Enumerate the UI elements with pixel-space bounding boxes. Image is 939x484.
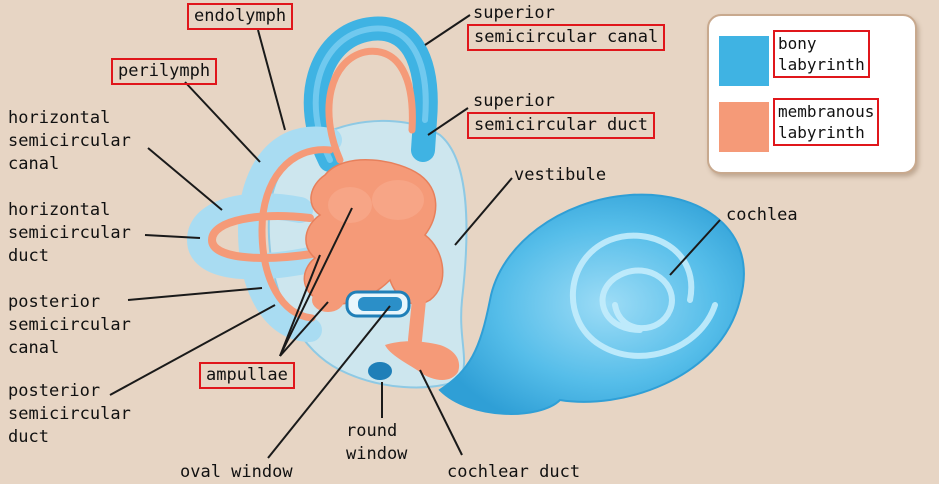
legend-label-membranous: membranous labyrinth: [773, 98, 880, 146]
label-superior-canal-line2: semicircular canal: [467, 24, 666, 51]
label-oval-window: oval window: [180, 462, 293, 482]
legend-swatch-membranous: [719, 102, 769, 152]
round-window-shape: [368, 362, 392, 380]
ampulla-1: [328, 187, 372, 223]
cochlea-shell: [438, 193, 745, 415]
label-superior-duct-line2: semicircular duct: [467, 112, 655, 139]
label-superior-canal-line1: superior: [473, 3, 555, 23]
label-ampullae: ampullae: [199, 362, 295, 389]
superior-canal-highlight: [312, 25, 429, 163]
label-posterior-duct: posterior semicircular duct: [8, 381, 131, 447]
leader-lines: [109, 14, 721, 459]
ampulla-2: [372, 180, 424, 220]
cochlear-duct-stem: [408, 283, 427, 347]
label-superior-duct-line1: superior: [473, 91, 555, 111]
legend-label-bony: bony labyrinth: [773, 30, 870, 78]
label-endolymph: endolymph: [187, 3, 294, 30]
label-horizontal-canal: horizontal semicircular canal: [8, 108, 131, 174]
label-horizontal-duct: horizontal semicircular duct: [8, 200, 131, 266]
membranous-vestibule: [303, 159, 444, 305]
cochlear-duct-shape: [385, 341, 460, 380]
label-round-window: round window: [346, 421, 408, 464]
label-cochlea: cochlea: [726, 205, 798, 225]
label-perilymph: perilymph: [111, 58, 218, 85]
posterior-canal-shape: [237, 126, 342, 342]
ampulla-3: [312, 288, 344, 312]
posterior-duct-shape: [258, 146, 334, 322]
legend: bony labyrinth membranous labyrinth: [707, 14, 917, 174]
label-vestibule: vestibule: [514, 165, 607, 185]
cochlea-spiral: [569, 232, 718, 359]
superior-duct-shape: [325, 47, 416, 164]
label-posterior-canal: posterior semicircular canal: [8, 292, 131, 358]
label-cochlear-duct: cochlear duct: [447, 462, 581, 482]
legend-swatch-bony: [719, 36, 769, 86]
